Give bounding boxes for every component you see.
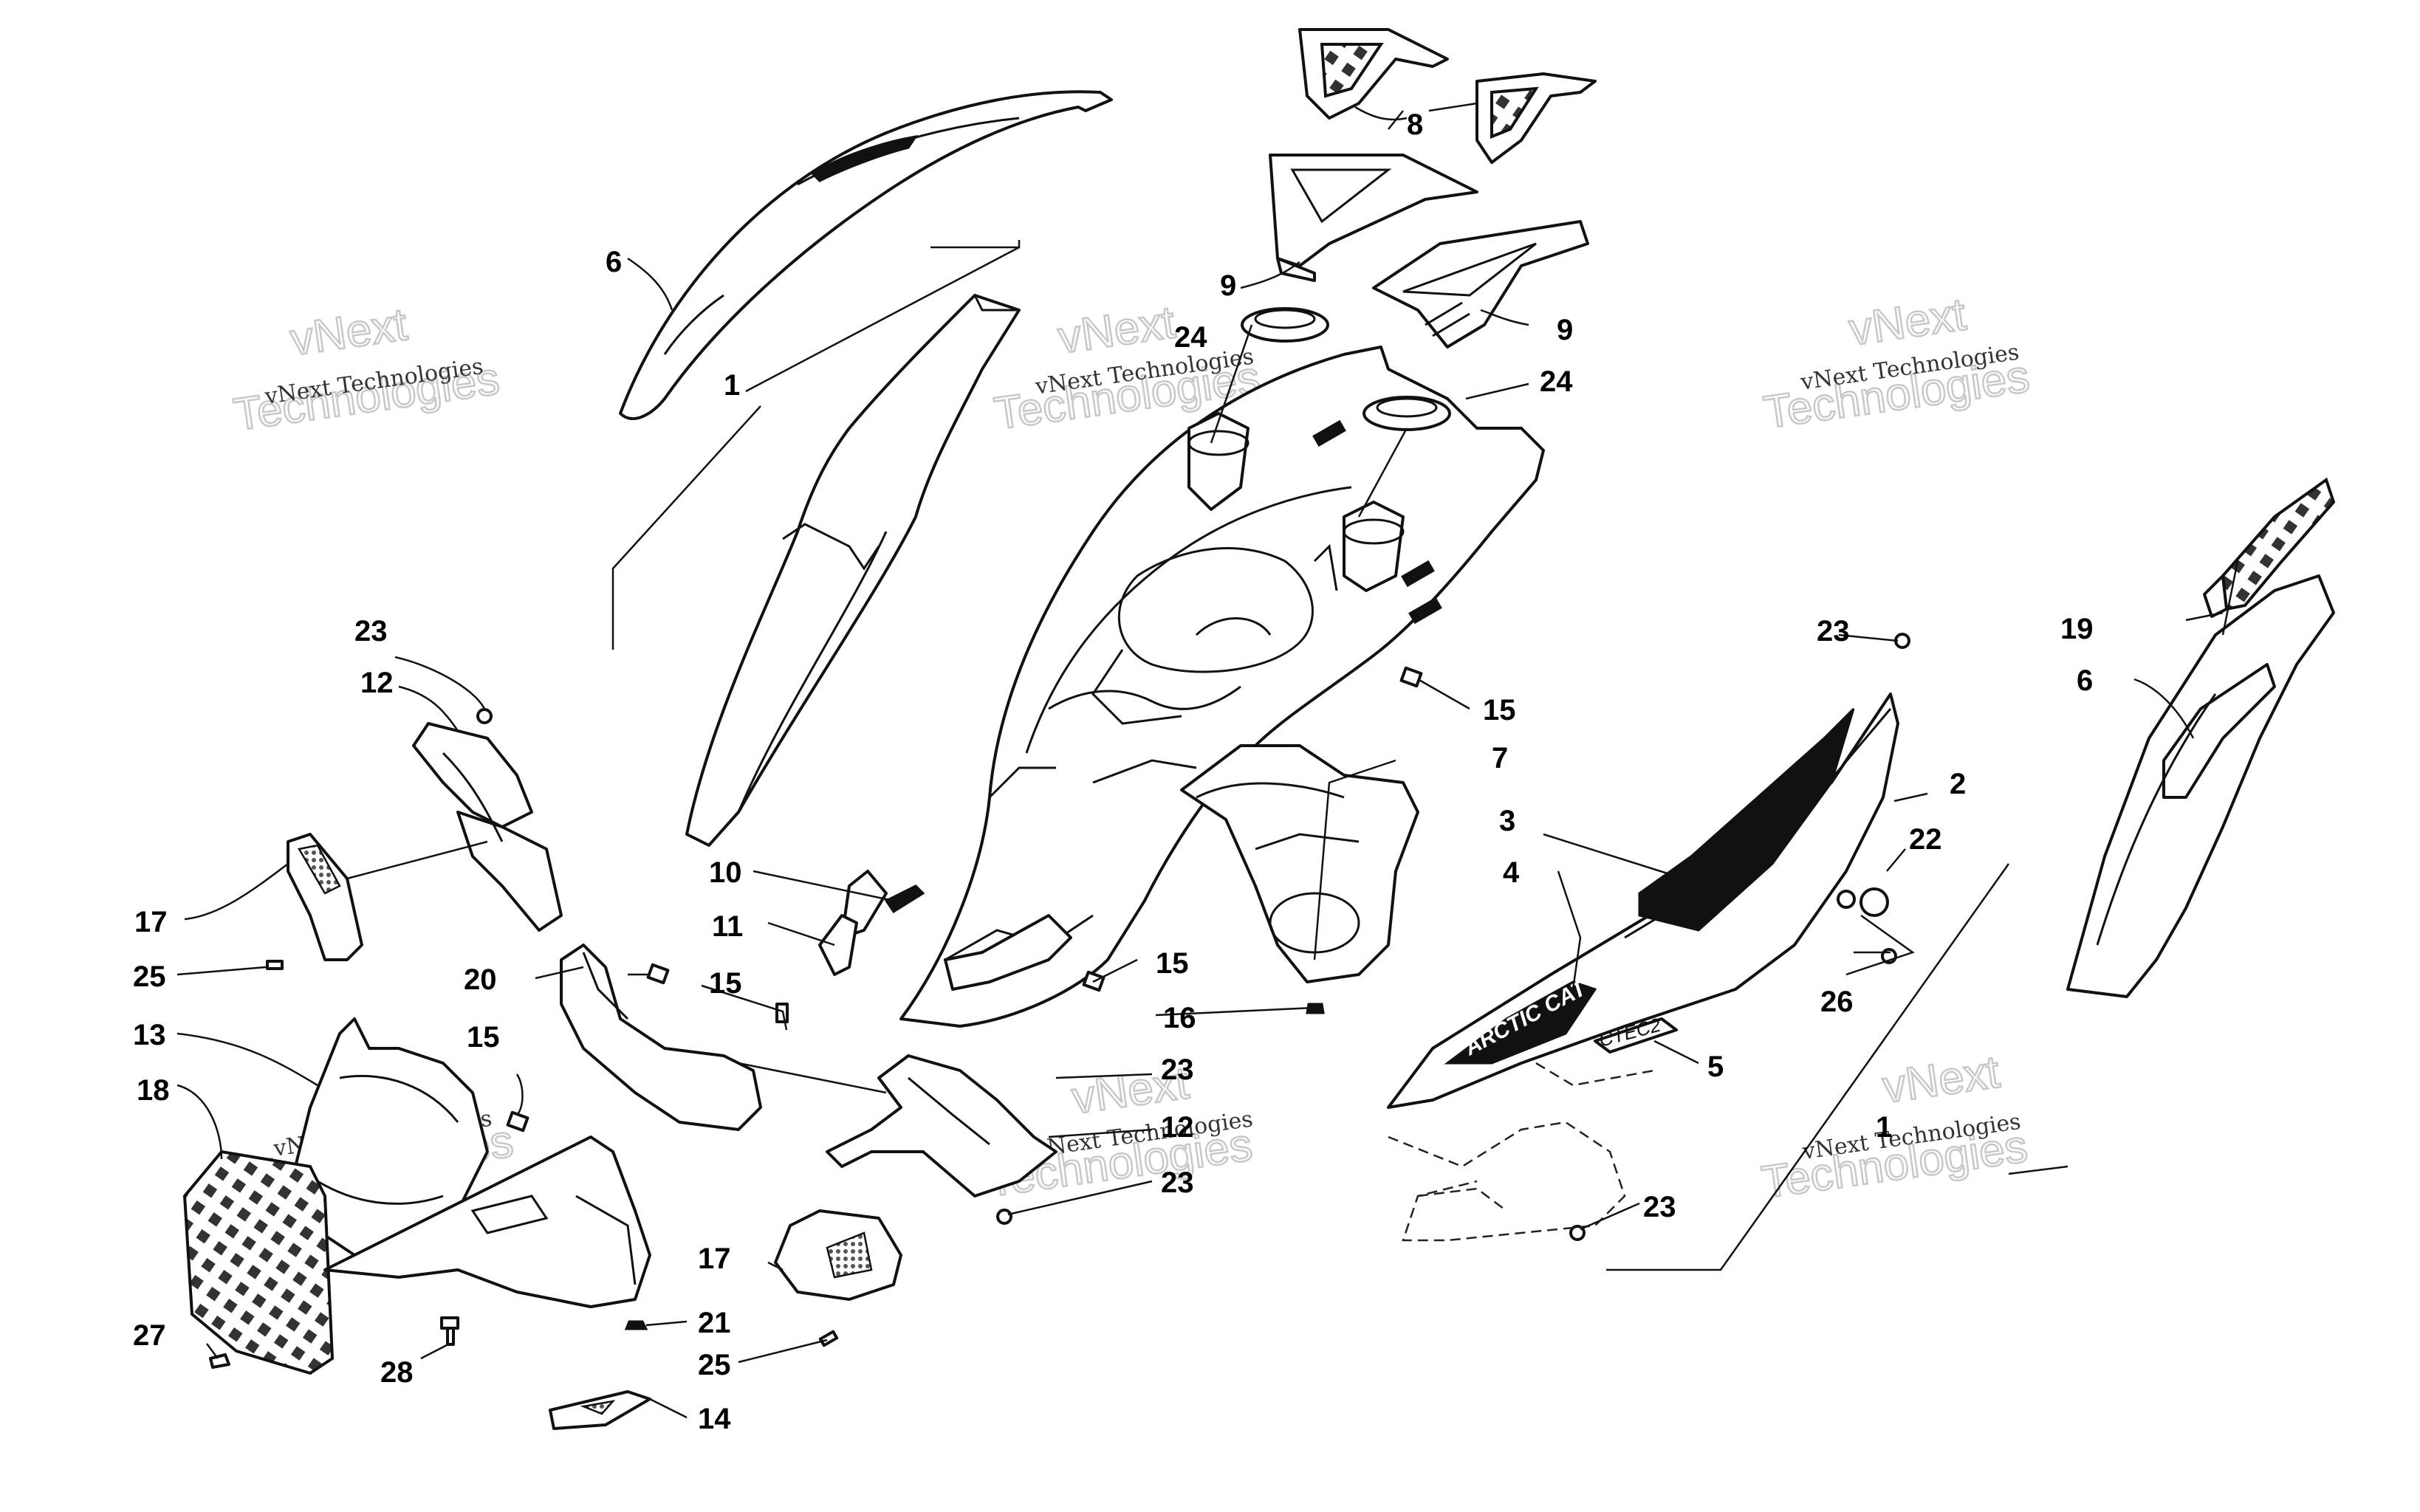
part-18-front-grille xyxy=(182,1150,335,1375)
callout-23-right-top: 23 xyxy=(1817,615,1850,647)
right-lower-ghost-outline xyxy=(1388,1062,1655,1242)
callout-15-center: 15 xyxy=(1156,947,1189,980)
callout-labels: 6 8 9 9 24 24 1 23 12 15 7 10 11 17 25 2… xyxy=(133,109,2094,1435)
part-10-clip xyxy=(884,884,925,914)
callout-14: 14 xyxy=(698,1403,731,1435)
callout-23-mid-a: 23 xyxy=(1161,1054,1194,1086)
part-17-headlight-cover-left xyxy=(287,833,363,961)
callout-4: 4 xyxy=(1503,856,1520,889)
part-27-fastener xyxy=(209,1353,230,1369)
part-21-fastener xyxy=(624,1320,648,1330)
callout-7: 7 xyxy=(1492,742,1508,774)
callout-24-left: 24 xyxy=(1174,321,1207,354)
part-15-clip-c xyxy=(646,963,789,1023)
callout-12-right: 12 xyxy=(1161,1111,1194,1144)
callout-15-left: 15 xyxy=(467,1021,500,1054)
callout-17-right: 17 xyxy=(698,1243,731,1275)
callout-15-upper-right: 15 xyxy=(1483,694,1516,726)
callout-21: 21 xyxy=(698,1307,731,1339)
callout-25-right: 25 xyxy=(698,1349,731,1381)
callout-1-left: 1 xyxy=(724,369,740,402)
part-16-screw xyxy=(1306,1003,1325,1014)
part-9-duct-left xyxy=(1269,154,1478,282)
callout-26: 26 xyxy=(1820,986,1854,1018)
svg-text:vNext: vNext xyxy=(1055,297,1179,363)
part-23-nut-mid xyxy=(996,1209,1012,1225)
part-28-fastener xyxy=(440,1316,459,1346)
svg-text:vNext: vNext xyxy=(1846,289,1970,355)
callout-20: 20 xyxy=(464,963,497,996)
part-15-clip-a xyxy=(1399,666,1423,688)
callout-27: 27 xyxy=(133,1319,166,1352)
part-22-grommet xyxy=(1837,887,1889,917)
callout-2: 2 xyxy=(1950,768,1966,800)
callout-9-right: 9 xyxy=(1557,314,1573,346)
callout-9-left: 9 xyxy=(1220,269,1236,302)
callout-23-bottom-right: 23 xyxy=(1643,1191,1676,1223)
callout-19: 19 xyxy=(2060,613,2094,645)
svg-text:vNext: vNext xyxy=(287,299,411,365)
part-14-badge xyxy=(549,1390,651,1430)
callout-11: 11 xyxy=(712,910,743,943)
part-25-screw-right xyxy=(818,1330,839,1347)
part-12-bracket-right xyxy=(826,1054,1058,1197)
part-17-headlight-cover-right xyxy=(774,1209,902,1301)
part-11-bracket xyxy=(818,914,858,976)
part-15-clip-d xyxy=(506,1110,529,1133)
callout-8: 8 xyxy=(1407,109,1423,141)
callout-24-right: 24 xyxy=(1540,365,1573,398)
callout-6-right: 6 xyxy=(2077,664,2093,697)
part-12-bracket-left xyxy=(412,722,563,932)
callout-25-left: 25 xyxy=(133,961,166,993)
part-20-lower-bracket xyxy=(560,944,762,1131)
callout-17-left: 17 xyxy=(134,906,168,938)
callout-28: 28 xyxy=(380,1356,414,1389)
watermark-top-left: vNext Technologies vNext Technologies xyxy=(230,298,504,442)
leader-lines xyxy=(176,102,2239,1419)
callout-16: 16 xyxy=(1163,1002,1196,1034)
part-25-screw-left xyxy=(266,960,284,970)
svg-text:vNext: vNext xyxy=(1879,1046,2003,1113)
callout-18: 18 xyxy=(137,1074,170,1107)
watermark-top-right: vNext Technologies vNext Technologies xyxy=(1760,288,2034,439)
part-9-duct-right xyxy=(1372,220,1589,348)
part-7-inner-console xyxy=(1180,744,1419,983)
part-1-left-side-panel xyxy=(685,294,1021,847)
part-3-black-decal xyxy=(1638,707,1855,932)
part-5-ctec2-decal: CTEC2 xyxy=(1594,1014,1678,1054)
part-8-vent-left xyxy=(1298,28,1449,120)
callout-13: 13 xyxy=(133,1019,166,1051)
part-24-grommet-upper xyxy=(1241,307,1329,343)
main-hood-body xyxy=(840,346,1545,1028)
part-6-upper-trim xyxy=(619,90,1113,421)
callout-23-mid-b: 23 xyxy=(1161,1166,1194,1199)
callout-6-top: 6 xyxy=(606,246,622,278)
part-23-nut-upper-left xyxy=(476,708,493,724)
callout-23-upper-left: 23 xyxy=(354,615,388,647)
part-8-vent-right xyxy=(1475,72,1597,164)
callout-10: 10 xyxy=(709,856,742,889)
callout-3: 3 xyxy=(1499,805,1515,837)
callout-5: 5 xyxy=(1707,1051,1724,1083)
callout-1-right: 1 xyxy=(1876,1111,1892,1144)
part-19-side-mesh xyxy=(2203,477,2336,618)
callout-15-mid: 15 xyxy=(709,967,742,1000)
callout-12-left: 12 xyxy=(360,667,394,699)
callout-22: 22 xyxy=(1909,823,1942,856)
part-24-grommet-lower xyxy=(1362,396,1451,431)
lower-chin-cover xyxy=(323,1135,651,1308)
part-6-right-trim xyxy=(2066,574,2335,998)
